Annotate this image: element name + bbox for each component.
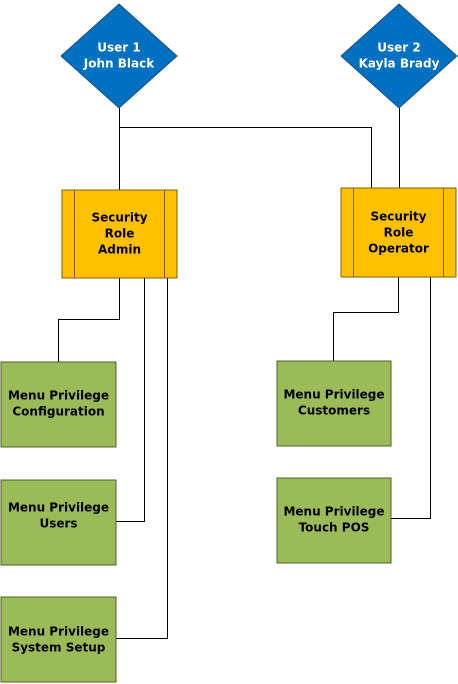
privilege-touch-pos-label-line-2: Touch POS [299, 521, 370, 535]
role-operator-label-line-2: Role [384, 226, 414, 240]
role-admin-label-line-2: Role [105, 227, 135, 241]
connector-admin-configuration [58, 278, 120, 362]
user-1-label-line-2: John Black [83, 57, 155, 71]
connector-user1-operator [119, 127, 372, 188]
privilege-node-configuration[interactable]: Menu Privilege Configuration [0, 361, 117, 448]
connector-operator-touch-pos [391, 277, 431, 519]
privilege-node-touch-pos[interactable]: Menu Privilege Touch POS [276, 477, 392, 564]
user-1-label-line-1: User 1 [97, 41, 140, 55]
user-node-1[interactable]: User 1 John Black [60, 3, 178, 109]
user-node-2[interactable]: User 2 Kayla Brady [340, 3, 458, 109]
privilege-box-shape [276, 360, 392, 447]
privilege-node-users[interactable]: Menu Privilege Users [0, 479, 117, 566]
privilege-configuration-label-line-1: Menu Privilege [8, 389, 109, 403]
privilege-touch-pos-label-line-1: Menu Privilege [283, 505, 384, 519]
role-node-operator[interactable]: Security Role Operator [340, 187, 457, 278]
privilege-node-customers[interactable]: Menu Privilege Customers [276, 360, 392, 447]
privilege-users-label-line-2: Users [39, 517, 77, 531]
connectors [58, 108, 431, 639]
privilege-users-label-line-1: Menu Privilege [8, 501, 109, 515]
role-admin-label-line-1: Security [91, 211, 147, 225]
connector-admin-system-setup [116, 278, 168, 639]
privilege-customers-label-line-2: Customers [298, 404, 370, 418]
connector-admin-users [116, 278, 145, 522]
privilege-node-system-setup[interactable]: Menu Privilege System Setup [0, 596, 117, 683]
user-2-label-line-1: User 2 [377, 41, 420, 55]
privilege-system-setup-label-line-1: Menu Privilege [8, 625, 109, 639]
privilege-configuration-label-line-2: Configuration [12, 405, 104, 419]
role-box-shape [340, 187, 457, 278]
privilege-box-shape [0, 361, 117, 448]
role-operator-label-line-1: Security [370, 210, 426, 224]
privilege-system-setup-label-line-2: System Setup [12, 641, 106, 655]
user-diamond-shape [60, 3, 178, 109]
role-operator-label-line-3: Operator [368, 242, 429, 256]
privilege-box-shape [0, 596, 117, 683]
privilege-customers-label-line-1: Menu Privilege [283, 388, 384, 402]
privilege-box-shape [276, 477, 392, 564]
connector-operator-customers [333, 277, 399, 361]
role-admin-label-line-3: Admin [98, 243, 141, 257]
role-node-admin[interactable]: Security Role Admin [61, 189, 178, 279]
user-2-label-line-2: Kayla Brady [359, 57, 440, 71]
privilege-box-shape [0, 479, 117, 566]
role-box-shape [61, 189, 178, 279]
user-diamond-shape [340, 3, 458, 109]
